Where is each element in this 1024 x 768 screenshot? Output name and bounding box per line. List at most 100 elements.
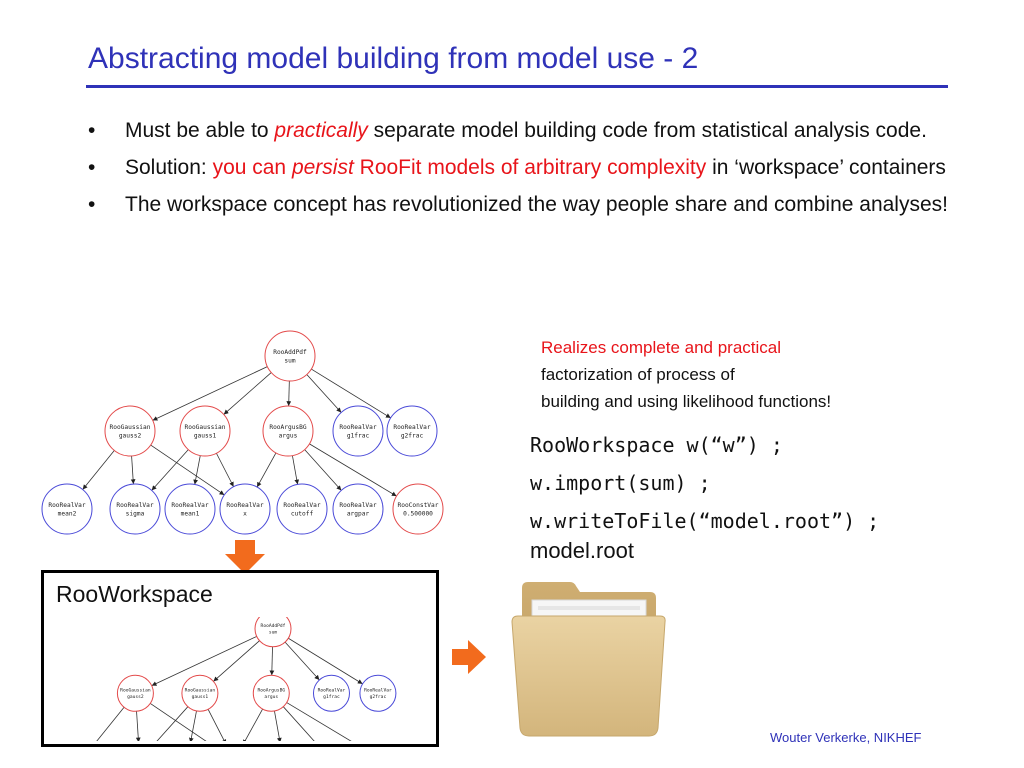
bullet-2-prefix: Solution:	[125, 156, 213, 179]
graph-edge	[286, 702, 352, 741]
graph-edge	[152, 366, 268, 421]
graph-edge	[269, 646, 275, 676]
code-line-3: w.writeToFile(“model.root”) ;	[530, 509, 880, 533]
graph-node-x	[219, 483, 271, 535]
workspace-graph: RooAddPdfsumRooGaussiangauss2RooGaussian…	[96, 617, 397, 741]
graph-node-class: RooAddPdf	[261, 623, 286, 629]
graph-node-class: RooRealVar	[393, 424, 431, 431]
graph-node-mean1	[164, 483, 216, 535]
bullet-1-prefix: Must be able to	[125, 119, 275, 142]
graph-edge	[223, 372, 272, 415]
graph-edge	[288, 637, 363, 685]
factorization-note: Realizes complete and practical factoriz…	[541, 334, 831, 415]
graph-edge	[150, 444, 225, 496]
graph-edge	[151, 449, 189, 491]
arrow-down-icon	[225, 540, 265, 574]
graph-node-g2f	[386, 405, 438, 457]
graph-node-name: g2frac	[401, 433, 424, 440]
graph-node-name: argpar	[347, 511, 370, 518]
bullet-3-text: The workspace concept has revolutionized…	[125, 193, 948, 216]
graph-node-name: x	[243, 511, 247, 518]
graph-node-sum	[254, 617, 292, 648]
slide-title: Abstracting model building from model us…	[88, 42, 699, 75]
graph-edge	[292, 455, 300, 485]
graph-edge	[306, 374, 342, 413]
graph-edge	[304, 449, 342, 491]
graph-edge	[188, 710, 197, 741]
graph-node-class: RooGaussian	[120, 688, 151, 694]
graph-node-class: RooRealVar	[48, 502, 86, 509]
graph-node-class: RooGaussian	[110, 424, 151, 431]
graph-edge	[207, 709, 227, 741]
code-line-1: RooWorkspace w(“w”) ;	[530, 433, 783, 457]
code-block: RooWorkspace w(“w”) ; w.import(sum) ; w.…	[530, 426, 879, 540]
bullet-1-emphasis: practically	[274, 119, 368, 142]
graph-node-argus	[262, 405, 314, 457]
note-line-2: factorization of process of	[541, 365, 735, 384]
graph-node-class: RooAddPdf	[273, 349, 307, 356]
graph-node-sigma	[109, 483, 161, 535]
graph-node-g2f	[359, 674, 397, 712]
bullet-marker: •	[88, 119, 96, 142]
note-line-1: Realizes complete and practical	[541, 338, 782, 357]
filename-label: model.root	[530, 538, 634, 563]
bullet-1-suffix: separate model building code from statis…	[367, 119, 927, 142]
model-graph: RooAddPdfsumRooGaussiangauss2RooGaussian…	[41, 330, 444, 535]
workspace-label: RooWorkspace	[56, 581, 213, 607]
bullet-item-3: • The workspace concept has revolutioniz…	[88, 190, 948, 219]
graph-node-name: argus	[264, 695, 278, 700]
bullet-item-1: • Must be able to practically separate m…	[88, 116, 948, 145]
graph-node-name: cutoff	[291, 511, 314, 518]
graph-node-name: mean1	[181, 511, 200, 518]
bullet-2-red-1: you can	[212, 156, 292, 179]
folder-icon	[511, 582, 666, 737]
bullet-2-red-2: RooFit models of arbitrary complexity	[353, 156, 707, 179]
graph-node-class: RooGaussian	[185, 688, 216, 694]
graph-node-class: RooConstVar	[398, 502, 439, 509]
graph-edge	[130, 455, 136, 485]
graph-edge	[156, 706, 189, 741]
graph-node-g2	[116, 674, 154, 712]
graph-edge	[96, 707, 125, 741]
graph-node-c05	[392, 483, 444, 535]
bullet-2-suffix: in ‘workspace’ containers	[706, 156, 946, 179]
graph-node-g2	[104, 405, 156, 457]
bullet-marker: •	[88, 156, 96, 179]
arrow-right-icon	[452, 640, 486, 674]
graph-node-class: RooRealVar	[339, 424, 377, 431]
bullet-list: • Must be able to practically separate m…	[88, 116, 948, 227]
graph-node-name: g2frac	[370, 694, 387, 700]
graph-node-cutoff	[276, 483, 328, 535]
graph-node-name: gauss1	[194, 433, 217, 440]
graph-node-g1f	[332, 405, 384, 457]
graph-node-mean2	[41, 483, 93, 535]
bullet-2-emphasis: persist	[291, 156, 354, 179]
graph-node-name: gauss1	[192, 694, 209, 700]
graph-edge	[151, 636, 257, 687]
graph-node-name: mean2	[58, 511, 77, 518]
graph-node-name: 0.500000	[403, 511, 433, 518]
graph-edge	[242, 708, 263, 741]
graph-node-class: RooRealVar	[318, 688, 346, 694]
footer-credit: Wouter Verkerke, NIKHEF	[770, 730, 922, 745]
bullet-item-2: • Solution: you can persist RooFit model…	[88, 153, 948, 182]
graph-edge	[274, 710, 282, 741]
graph-edge	[256, 452, 277, 488]
graph-node-g1	[179, 405, 231, 457]
graph-edge	[82, 450, 115, 490]
title-underline	[86, 85, 948, 88]
graph-node-g1f	[312, 674, 350, 712]
graph-node-argpar	[332, 483, 384, 535]
graph-edge	[135, 711, 141, 741]
graph-node-sum	[264, 330, 316, 382]
graph-node-class: RooRealVar	[283, 502, 321, 509]
graph-node-name: sum	[269, 631, 278, 636]
graph-node-name: gauss2	[127, 694, 144, 700]
code-line-2: w.import(sum) ;	[530, 471, 711, 495]
graph-node-class: RooGaussian	[185, 424, 226, 431]
graph-node-name: g1frac	[323, 694, 340, 700]
graph-edge	[283, 706, 315, 741]
graph-node-name: gauss2	[119, 433, 142, 440]
graph-edge	[193, 455, 201, 485]
